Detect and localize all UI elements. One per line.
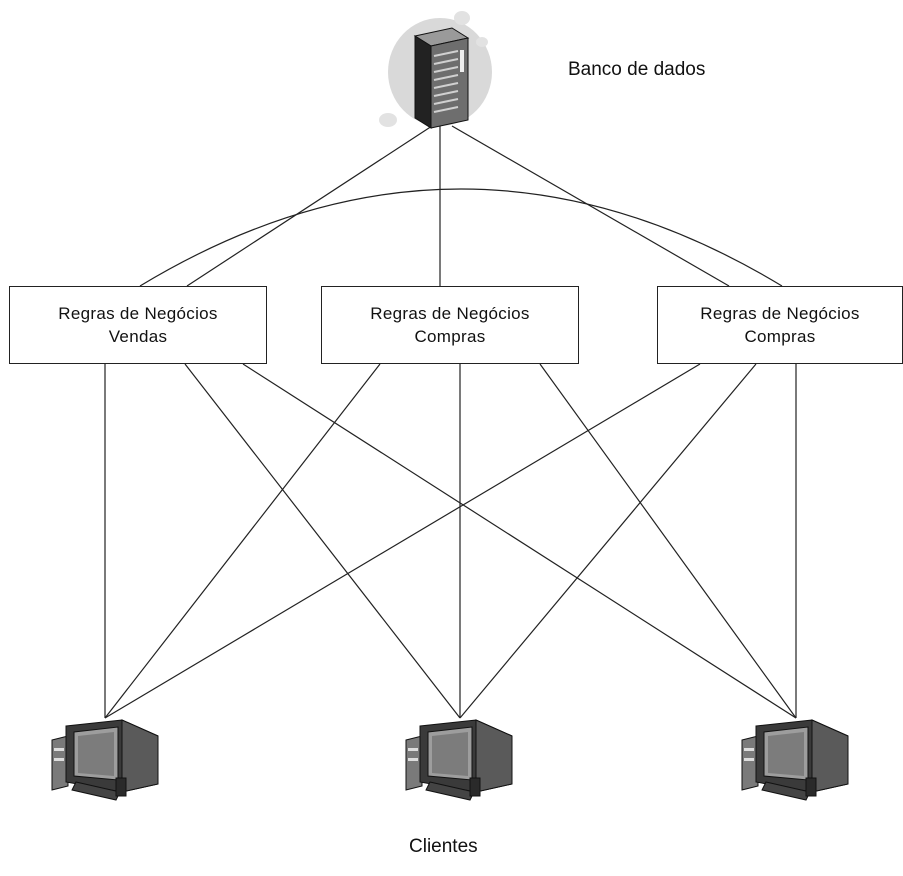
rules2-client3-line — [539, 363, 797, 719]
business-rules-title: Regras de Negócios — [700, 304, 860, 323]
server-tower-icon — [379, 11, 492, 129]
desktop-computer-icon — [405, 719, 513, 801]
business-rules-title: Regras de Negócios — [58, 304, 218, 323]
desktop-computer-icon — [741, 719, 849, 801]
business-rules-subtitle: Compras — [414, 327, 486, 346]
rules1-client3-line — [242, 363, 797, 719]
business-rules-subtitle: Vendas — [108, 327, 168, 346]
client-computer-3 — [741, 719, 849, 801]
db-to-rules-compras-2-line — [451, 125, 730, 287]
rules2-client1-line — [104, 363, 381, 719]
business-rules-box-compras: Regras de Negócios Compras — [321, 286, 579, 364]
rules1-client2-line — [184, 363, 461, 719]
business-rules-box-compras-2: Regras de Negócios Compras — [657, 286, 903, 364]
clients-label: Clientes — [409, 836, 478, 857]
database-label: Banco de dados — [568, 59, 706, 80]
client-computer-2 — [405, 719, 513, 801]
rules3-client2-line — [459, 363, 757, 719]
connector-lines — [104, 125, 797, 719]
business-rules-title: Regras de Negócios — [370, 304, 530, 323]
rules3-client1-line — [104, 363, 701, 719]
db-to-rules-vendas-line — [186, 125, 433, 287]
desktop-computer-icon — [51, 719, 159, 801]
business-rules-subtitle: Compras — [744, 327, 816, 346]
client-computer-1 — [51, 719, 159, 801]
business-rules-box-vendas: Regras de Negócios Vendas — [9, 286, 267, 364]
rules-arc-line — [139, 188, 783, 287]
